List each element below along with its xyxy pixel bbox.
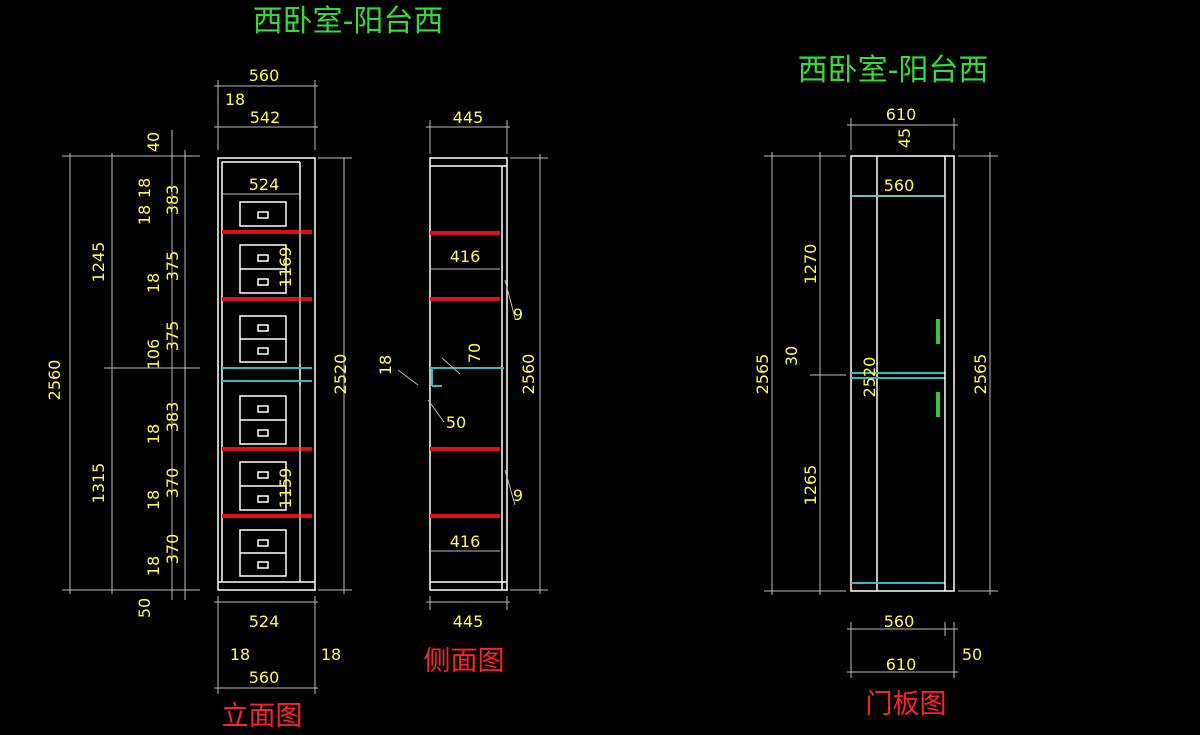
dim-front-lower-height: 1315 xyxy=(89,463,108,504)
dim-door-45: 45 xyxy=(895,128,914,148)
box-handle xyxy=(257,495,269,503)
dim-side-total-height: 2560 xyxy=(519,354,538,395)
dim-front-375-a: 375 xyxy=(163,251,182,282)
dim-door-top-width: 610 xyxy=(886,105,917,124)
label-door-panel: 门板图 xyxy=(866,689,947,720)
front-cabinet-outline xyxy=(217,157,316,591)
dim-front-bottom-inner: 524 xyxy=(249,612,280,631)
door-dimension-lines xyxy=(764,118,998,678)
dim-front-18-a: 18 xyxy=(135,178,154,198)
label-front-elevation: 立面图 xyxy=(222,701,303,732)
dim-front-1169: 1169 xyxy=(276,247,295,288)
box-handle xyxy=(257,405,269,413)
storage-box xyxy=(239,201,287,227)
dim-front-top-40: 40 xyxy=(144,132,163,152)
box-handle xyxy=(257,278,269,286)
dim-front-bottom-right: 18 xyxy=(321,645,341,664)
box-handle xyxy=(257,254,269,262)
dim-front-inner-width: 542 xyxy=(250,108,281,127)
dim-side-top-depth: 445 xyxy=(453,108,484,127)
dim-door-inner-height: 2520 xyxy=(860,357,879,398)
dim-door-bottom-inner: 560 xyxy=(884,612,915,631)
dim-side-gap-9-a: 9 xyxy=(513,305,523,324)
dim-door-inner-width-top: 560 xyxy=(884,176,915,195)
dim-front-bottom-width: 560 xyxy=(249,668,280,687)
side-view: 445 416 9 18 70 50 2560 9 416 445 xyxy=(376,108,548,631)
label-side-view: 侧面图 xyxy=(424,646,505,677)
dim-side-gap-9-b: 9 xyxy=(513,486,523,505)
dim-front-plinth-50: 50 xyxy=(135,598,154,618)
dim-front-1159: 1159 xyxy=(276,468,295,509)
dim-side-50: 50 xyxy=(446,413,466,432)
dim-side-70: 70 xyxy=(465,343,484,363)
dim-front-total-height: 2560 xyxy=(45,360,64,401)
dim-side-18: 18 xyxy=(376,355,395,375)
dim-door-upper-height: 1270 xyxy=(801,244,820,285)
side-dimension-lines xyxy=(397,120,548,610)
dim-front-18-e: 18 xyxy=(144,490,163,510)
box-handle xyxy=(257,324,269,332)
dim-front-upper-height: 1245 xyxy=(89,242,108,283)
dim-front-shelf-width: 524 xyxy=(249,175,280,194)
box-handle xyxy=(257,211,269,219)
dim-front-370-b: 370 xyxy=(163,534,182,565)
dim-door-50: 50 xyxy=(962,645,982,664)
dim-front-18-d: 18 xyxy=(144,424,163,444)
dim-front-18-c: 18 xyxy=(144,273,163,293)
dim-front-inner-height: 2520 xyxy=(331,354,350,395)
front-elevation: 560 18 542 524 524 18 18 560 2560 1245 1… xyxy=(45,66,352,694)
dim-front-18-b: 18 xyxy=(135,205,154,225)
dim-front-383-a: 383 xyxy=(163,185,182,216)
dim-door-total-left: 2565 xyxy=(753,354,772,395)
dim-front-18-g: 18 xyxy=(144,556,163,576)
box-handle xyxy=(257,471,269,479)
dim-door-30: 30 xyxy=(782,346,801,366)
dim-front-bottom-left: 18 xyxy=(230,645,250,664)
title-door-room: 西卧室-阳台西 xyxy=(798,53,989,88)
dim-side-bottom-depth: 445 xyxy=(453,612,484,631)
dim-front-375-b: 375 xyxy=(163,321,182,352)
front-storage-boxes xyxy=(239,201,287,577)
dim-front-383-b: 383 xyxy=(163,402,182,433)
dim-side-shelf-depth-bottom: 416 xyxy=(450,532,481,551)
door-panel-view: 610 45 560 1270 2565 30 2520 2565 1265 5… xyxy=(753,105,998,678)
dim-front-106: 106 xyxy=(144,339,163,370)
dim-side-shelf-depth-top: 416 xyxy=(450,247,481,266)
title-front-room: 西卧室-阳台西 xyxy=(253,4,444,39)
dim-front-370-a: 370 xyxy=(163,468,182,499)
dim-front-top-width: 560 xyxy=(249,66,280,85)
box-handle xyxy=(257,429,269,437)
dim-door-total-right: 2565 xyxy=(971,354,990,395)
side-cabinet-outline xyxy=(429,157,508,591)
dim-door-lower-height: 1265 xyxy=(801,465,820,506)
front-dimension-lines xyxy=(62,80,352,694)
box-handle xyxy=(257,539,269,547)
box-handle xyxy=(257,347,269,355)
dim-front-side-thickness: 18 xyxy=(225,90,245,109)
dim-door-bottom-width: 610 xyxy=(886,655,917,674)
box-handle xyxy=(257,561,269,569)
